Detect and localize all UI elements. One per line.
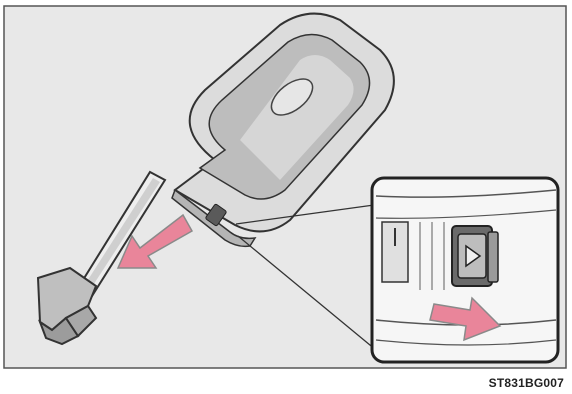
release-knob-icon <box>452 226 498 286</box>
release-knob-detail <box>372 178 558 362</box>
figure-code: ST831BG007 <box>489 376 564 390</box>
